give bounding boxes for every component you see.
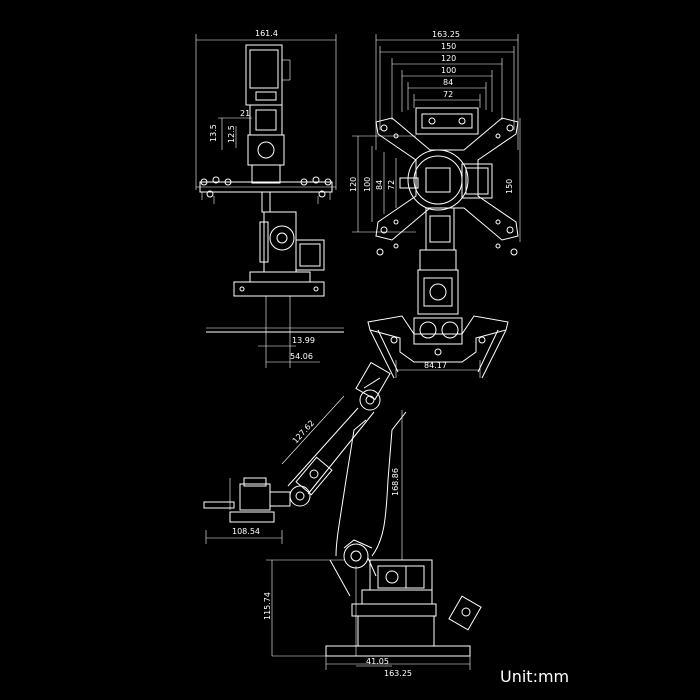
arm-view: 163.25 bbox=[203, 361, 482, 678]
dim-front-v120: 120 bbox=[349, 177, 358, 192]
dim-front-84: 84 bbox=[443, 78, 453, 87]
dim-arm-115-74: 115.74 bbox=[263, 592, 272, 620]
dim-front-v84: 84 bbox=[375, 180, 384, 190]
dim-arm-163-25: 163.25 bbox=[384, 669, 412, 678]
dim-arm-41-05: 41.05 bbox=[366, 657, 389, 666]
side-view: 161.4 21 13.5 12.5 bbox=[195, 29, 344, 368]
dim-side-13-5: 13.5 bbox=[209, 124, 218, 142]
dim-front-163-25: 163.25 bbox=[432, 30, 460, 39]
dim-arm-168-86: 168.86 bbox=[391, 468, 400, 496]
dim-front-120: 120 bbox=[441, 54, 456, 63]
dim-front-72: 72 bbox=[443, 90, 453, 99]
dim-side-12-5: 12.5 bbox=[227, 125, 236, 143]
dim-front-150: 150 bbox=[441, 42, 456, 51]
dim-side-width: 161.4 bbox=[255, 29, 278, 38]
unit-label: Unit:mm bbox=[500, 667, 569, 686]
dim-front-v100: 100 bbox=[363, 177, 372, 192]
dim-side-54-06: 54.06 bbox=[290, 352, 313, 361]
dim-front-v72: 72 bbox=[387, 180, 396, 190]
dim-side-13-99: 13.99 bbox=[292, 336, 315, 345]
dim-arm-127-62: 127.62 bbox=[291, 419, 316, 446]
dim-front-100: 100 bbox=[441, 66, 456, 75]
front-view: 163.25 150 120 100 84 72 bbox=[349, 30, 521, 379]
dim-arm-108-54: 108.54 bbox=[232, 527, 260, 536]
dim-front-v150: 150 bbox=[505, 179, 514, 194]
dim-side-21: 21 bbox=[240, 109, 250, 118]
dim-front-84-17: 84.17 bbox=[424, 361, 447, 370]
